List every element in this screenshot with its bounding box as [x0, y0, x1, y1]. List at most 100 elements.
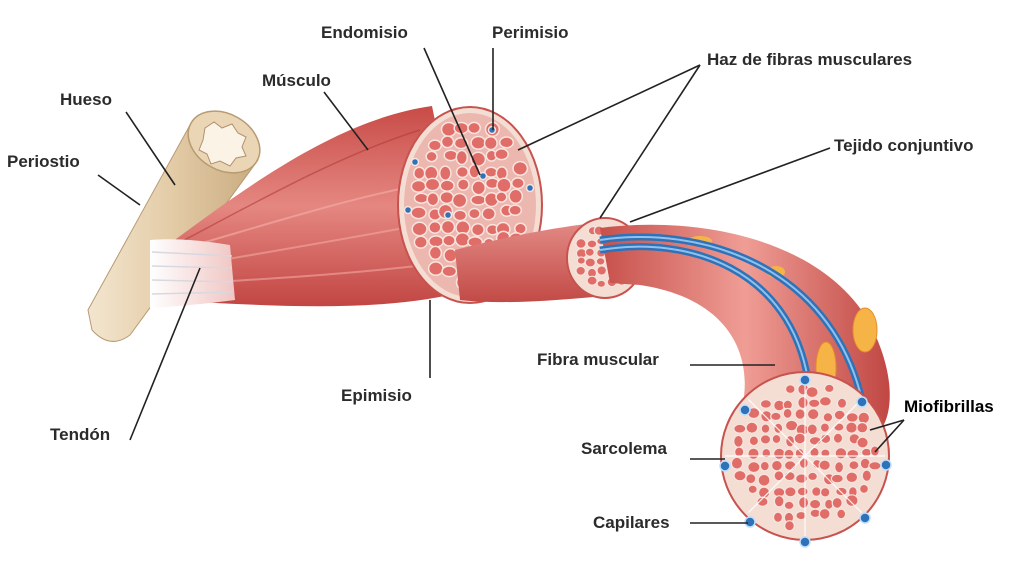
fiber-cell: [783, 460, 797, 471]
fiber-cell: [440, 219, 456, 235]
fiber-cell: [496, 177, 512, 194]
fiber-cell: [809, 446, 820, 458]
capillary-dot: [744, 516, 756, 528]
fiber-cell: [576, 256, 586, 265]
fiber-cell: [452, 209, 468, 222]
fiber-cell: [747, 447, 760, 460]
leader-endomisio: [423, 47, 481, 176]
fiber-cell: [596, 265, 607, 276]
capillary-dot: [478, 171, 488, 181]
fiber-cell: [856, 436, 869, 449]
fiber-cell: [798, 457, 809, 470]
fiber-cell: [845, 421, 858, 434]
fiber-cell: [811, 486, 822, 498]
fiber-cell: [747, 484, 758, 495]
fiber-cell: [795, 510, 807, 521]
fiber-cell: [771, 459, 783, 472]
capillary-dot: [799, 374, 811, 386]
fiber-cell: [745, 473, 757, 485]
label-epimisio: Epimisio: [341, 386, 412, 405]
fiber-cell: [858, 483, 869, 494]
fiber-cell: [794, 473, 808, 484]
fiber-cell: [443, 149, 459, 162]
label-hueso: Hueso: [60, 90, 112, 109]
fiber-cell: [808, 398, 821, 409]
fiber-cell: [845, 471, 859, 484]
fiber-cell: [508, 204, 523, 217]
fiber-cell: [439, 179, 455, 193]
fiber-cell: [807, 471, 818, 482]
fiber-cell: [498, 136, 515, 149]
capillary-dot: [410, 157, 420, 167]
fiber-cell: [584, 257, 597, 268]
fiber-cell: [471, 180, 487, 196]
fiber-cell: [759, 399, 773, 409]
fiber-cell: [808, 498, 822, 510]
fiber-cell: [819, 486, 831, 498]
fiber-cell: [748, 435, 760, 447]
fiber-cell: [470, 194, 487, 206]
fiber-cell: [745, 421, 759, 434]
fiber-cell: [830, 473, 844, 484]
fiber-cell: [831, 496, 843, 509]
leader-tendon: [129, 267, 201, 441]
fiber-cell: [822, 412, 834, 423]
leader-haz-2: [599, 64, 701, 219]
fiber-cell: [427, 139, 443, 152]
muscle-fiber: [599, 224, 892, 548]
fiber-cell: [836, 508, 847, 520]
leader-tejido: [629, 147, 831, 223]
fiber-cell: [733, 469, 747, 482]
fiber-cell: [428, 220, 442, 234]
label-musculo: Músculo: [262, 71, 331, 90]
fiber-cell: [730, 456, 744, 470]
fiber-cell: [818, 507, 831, 520]
leader-miofibrillas-1: [869, 419, 905, 431]
fiber-cell: [413, 192, 430, 204]
fiber-cell: [733, 423, 747, 434]
fiber-cell: [413, 235, 428, 249]
fiber-cell: [512, 160, 529, 176]
fiber-cell: [806, 423, 818, 436]
fiber-cell: [451, 192, 468, 209]
fiber-cell: [440, 135, 455, 149]
label-haz: Haz de fibras musculares: [707, 50, 913, 69]
fiber-cell: [772, 511, 784, 524]
fiber-cell: [833, 409, 846, 421]
fiber-cell: [832, 432, 844, 444]
fiber-cell: [481, 207, 496, 221]
label-capilares: Capilares: [593, 513, 670, 532]
fiber-cell: [483, 135, 498, 151]
fiber-cell: [759, 434, 772, 445]
fiber-cell: [784, 520, 795, 532]
septum-line: [747, 398, 806, 457]
fiber-cell: [770, 411, 782, 422]
bone: [87, 110, 261, 342]
fiber-cell: [425, 150, 438, 163]
fiber-cell: [410, 206, 427, 220]
fiber-cell: [747, 461, 761, 474]
fiber-cell: [441, 265, 458, 278]
label-miofibrillas: Miofibrillas: [904, 397, 994, 416]
fiber-cell: [468, 207, 481, 220]
fiber-cell: [586, 239, 598, 249]
fiber-cell: [760, 423, 771, 434]
fiber-cell: [510, 177, 525, 190]
leader-periostio: [97, 174, 141, 206]
fiber-cell: [470, 222, 485, 237]
fiber-cell: [784, 384, 796, 395]
fiber-cell: [443, 247, 458, 263]
fiber-cell: [508, 188, 524, 205]
fiber-cell: [820, 433, 832, 445]
fiber-cell: [759, 460, 770, 472]
fiber-cell: [467, 121, 482, 135]
fiber-cell: [455, 149, 469, 166]
fiber-cell: [857, 411, 871, 425]
fiber-cell: [427, 261, 444, 277]
fiber-cell: [794, 408, 806, 421]
capillary-dot: [719, 460, 731, 472]
septum-line: [747, 455, 806, 514]
fiber-cell: [456, 178, 470, 191]
capillary-dot: [403, 205, 413, 215]
